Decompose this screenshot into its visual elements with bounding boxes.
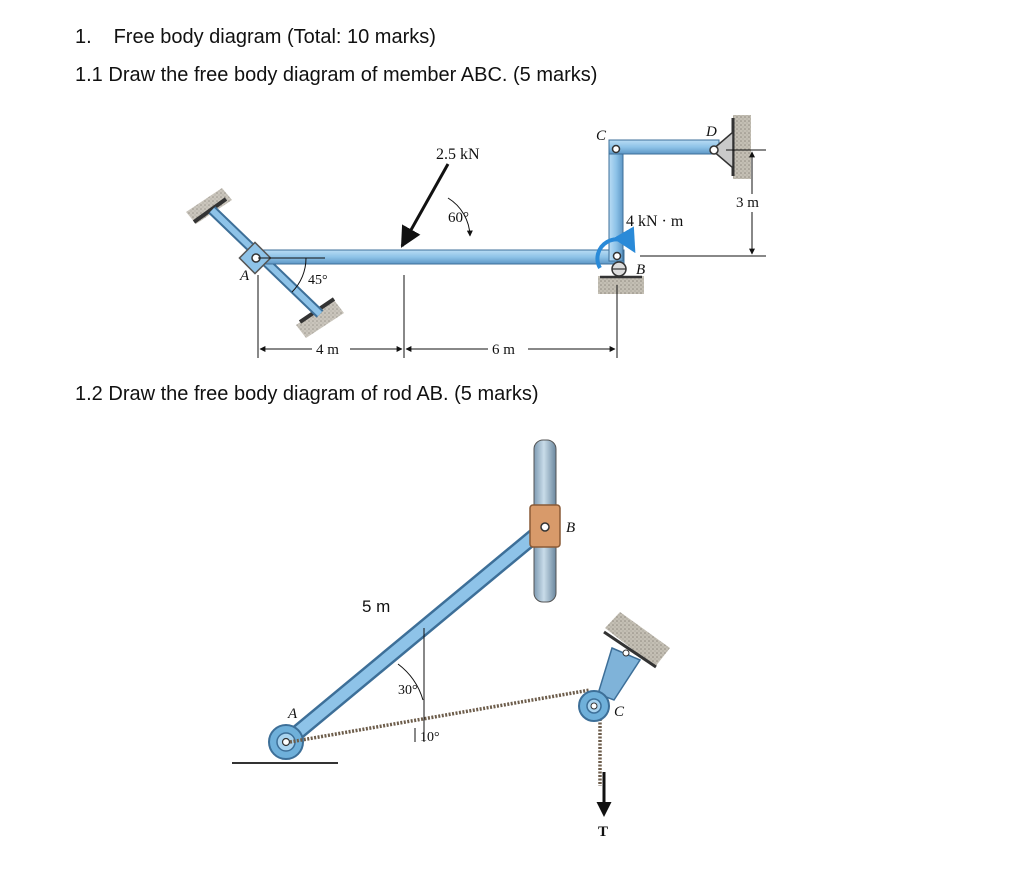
roller-support-b	[598, 251, 644, 294]
joint-c	[611, 144, 621, 154]
rod-ab-figure: A B C 5 m 30° 10° T	[232, 439, 670, 840]
label-point-d: D	[705, 124, 717, 140]
dim-label-left: 4 m	[316, 342, 339, 358]
cable-angle-label: 10°	[420, 730, 440, 745]
label-point-b: B	[636, 262, 645, 278]
label-point-a: A	[239, 268, 250, 284]
moment-label: 4 kN · m	[626, 213, 684, 230]
rod-angle-arc	[397, 663, 424, 701]
question-1-text: Free body diagram (Total: 10 marks)	[113, 26, 436, 48]
support-angle-arc	[291, 257, 307, 293]
member-bc-segment	[608, 144, 624, 262]
force-arrow	[400, 163, 450, 248]
label-point-a-rod: A	[287, 706, 298, 722]
question-1-1-text: Draw the free body diagram of member ABC…	[108, 64, 598, 86]
ceiling-support-c	[605, 612, 670, 667]
question-1-1-number: 1.1	[75, 64, 103, 86]
rod-length-label: 5 m	[362, 597, 390, 616]
dim-label-vertical: 3 m	[736, 195, 759, 211]
moment-arrow	[595, 226, 636, 269]
question-1-1-heading: 1.1 Draw the free body diagram of member…	[75, 64, 597, 87]
member-cd-segment	[608, 139, 720, 155]
pulley-bracket	[597, 646, 642, 701]
support-angle-label: 45°	[308, 273, 328, 288]
tension-label: T	[598, 824, 608, 840]
label-point-c: C	[596, 128, 607, 144]
cable-ac	[289, 688, 591, 744]
force-angle-arc	[447, 197, 473, 237]
question-1-2-heading: 1.2 Draw the free body diagram of rod AB…	[75, 383, 539, 406]
pin-b	[540, 522, 550, 532]
label-point-b-rod: B	[566, 520, 575, 536]
question-1-number: 1.	[75, 26, 92, 48]
dim-label-right: 6 m	[492, 342, 515, 358]
label-point-c-rod: C	[614, 704, 625, 720]
rod-angle-label: 30°	[398, 683, 418, 698]
force-label: 2.5 kN	[436, 146, 480, 163]
question-1-heading: 1. Free body diagram (Total: 10 marks)	[75, 26, 436, 49]
question-1-2-text: Draw the free body diagram of rod AB. (5…	[108, 383, 539, 405]
force-angle-label: 60°	[448, 210, 469, 226]
question-1-2-number: 1.2	[75, 383, 103, 405]
